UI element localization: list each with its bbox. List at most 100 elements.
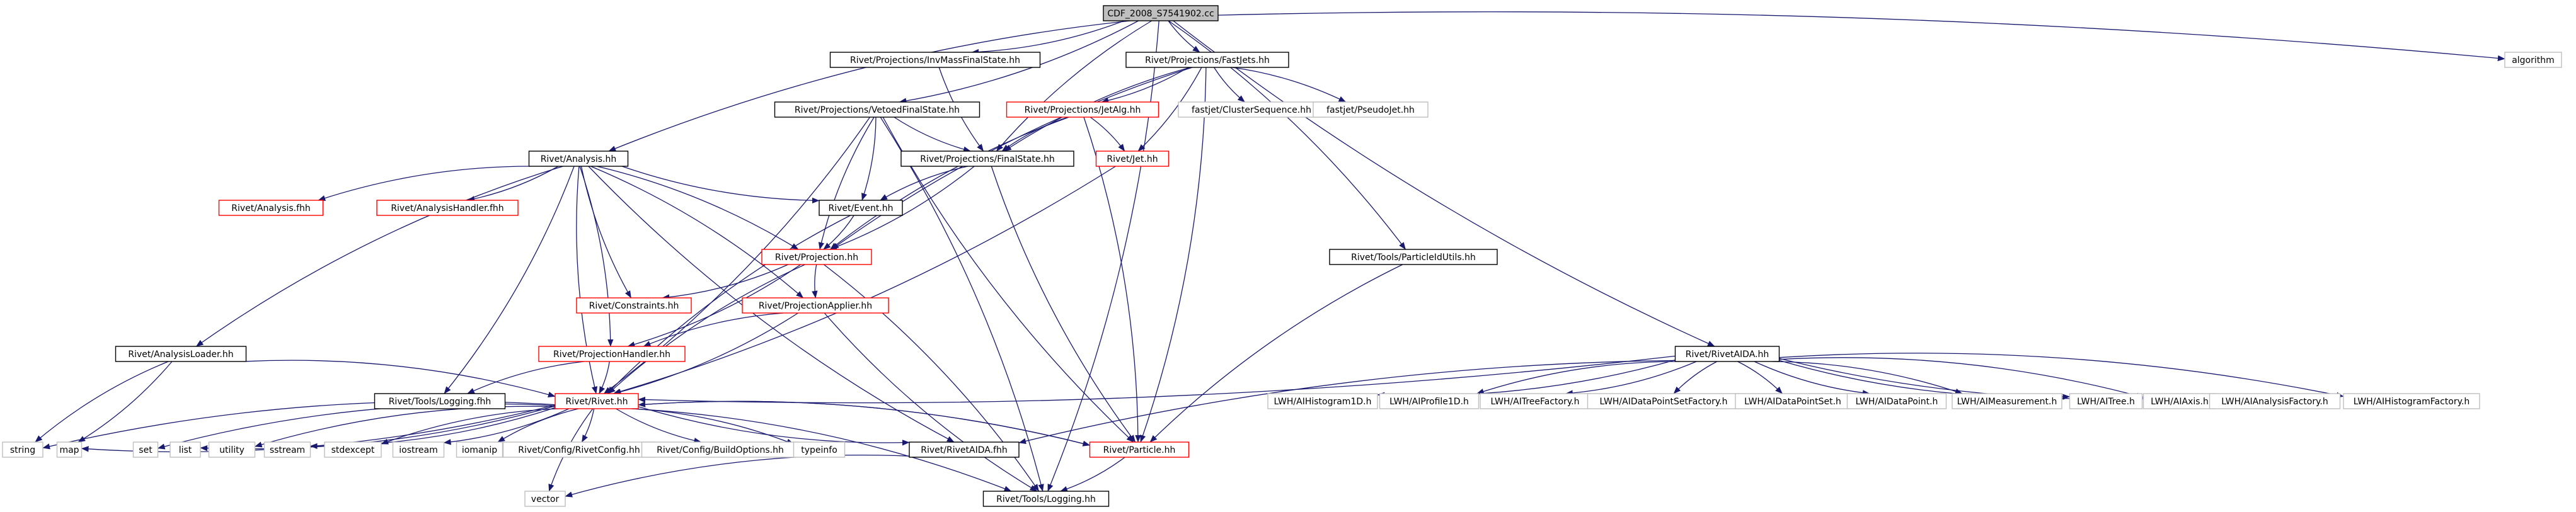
- node-list[interactable]: list: [170, 441, 201, 458]
- node-analysisloader[interactable]: Rivet/AnalysisLoader.hh: [115, 346, 247, 362]
- node-utility[interactable]: utility: [208, 441, 256, 458]
- edge-analysis-to-loggingfhh: [444, 166, 575, 394]
- node-box-algorithm: [2504, 52, 2562, 68]
- edge-fastjets-to-jetalg: [1101, 67, 1189, 104]
- node-ahistfactory[interactable]: LWH/AIHistogramFactory.h: [2343, 393, 2480, 409]
- node-typeinfo[interactable]: typeinfo: [793, 441, 846, 458]
- node-box-utility: [208, 441, 256, 458]
- node-rivetaidafhh[interactable]: Rivet/RivetAIDA.fhh: [909, 441, 1020, 458]
- node-label-rivethh: Rivet/Rivet.hh: [566, 397, 628, 407]
- edge-root-to-finalstate: [996, 20, 1153, 152]
- node-sstream[interactable]: sstream: [263, 441, 311, 458]
- node-finalstate[interactable]: Rivet/Projections/FinalState.hh: [900, 151, 1074, 167]
- edge-projhandler-to-loggingfhh: [467, 361, 585, 394]
- node-label-sstream: sstream: [270, 445, 305, 455]
- node-fastjets[interactable]: Rivet/Projections/FastJets.hh: [1125, 52, 1289, 68]
- node-event[interactable]: Rivet/Event.hh: [819, 200, 903, 216]
- edges-layer: [35, 11, 2505, 498]
- node-label-atreefactory: LWH/AITreeFactory.h: [1491, 397, 1580, 407]
- node-constraints[interactable]: Rivet/Constraints.hh: [576, 297, 692, 314]
- node-jetalg[interactable]: Rivet/Projections/JetAlg.hh: [1006, 101, 1159, 118]
- node-set[interactable]: set: [132, 441, 159, 458]
- node-box-analysisloader: [115, 346, 247, 362]
- node-vector[interactable]: vector: [524, 491, 566, 507]
- node-adpsfactory[interactable]: LWH/AIDataPointSetFactory.h: [1587, 393, 1740, 409]
- node-box-projhandler: [538, 346, 686, 362]
- edge-fastjets-to-projection: [831, 67, 1193, 250]
- node-box-ameasure: [1952, 393, 2062, 409]
- node-pseudojet[interactable]: fastjet/PseudoJet.hh: [1313, 101, 1429, 118]
- node-adps[interactable]: LWH/AIDataPointSet.h: [1735, 393, 1851, 409]
- node-projhandler[interactable]: Rivet/ProjectionHandler.hh: [538, 346, 686, 362]
- node-aprofile1d[interactable]: LWH/AIProfile1D.h: [1379, 393, 1480, 409]
- edge-rivethh-to-stdexcept: [381, 408, 559, 445]
- node-box-sstream: [263, 441, 311, 458]
- node-iomanip[interactable]: iomanip: [456, 441, 503, 458]
- edge-projapplier-to-projhandler: [643, 312, 784, 347]
- node-buildoptions[interactable]: Rivet/Config/BuildOptions.hh: [641, 441, 800, 458]
- node-label-iostream: iostream: [399, 445, 438, 455]
- node-box-analysishandler: [376, 200, 519, 216]
- node-analysishandler[interactable]: Rivet/AnalysisHandler.fhh: [376, 200, 519, 216]
- node-map[interactable]: map: [56, 441, 83, 458]
- node-box-event: [819, 200, 903, 216]
- node-particle[interactable]: Rivet/Particle.hh: [1089, 441, 1190, 458]
- edge-projection-to-constraints: [662, 264, 789, 300]
- node-iostream[interactable]: iostream: [392, 441, 445, 458]
- edge-rivetaida-to-adpsfactory: [1673, 361, 1718, 394]
- node-ameasure[interactable]: LWH/AIMeasurement.h: [1952, 393, 2062, 409]
- node-stdexcept[interactable]: stdexcept: [324, 441, 382, 458]
- node-label-stdexcept: stdexcept: [331, 445, 375, 455]
- edge-rivethh-to-rivetaidafhh: [638, 406, 910, 446]
- node-label-particle: Rivet/Particle.hh: [1103, 445, 1176, 455]
- node-invmass[interactable]: Rivet/Projections/InvMassFinalState.hh: [829, 52, 1041, 68]
- edge-root-to-fastjets: [1168, 20, 1200, 53]
- edge-fastjets-to-pseudojet: [1232, 67, 1347, 103]
- node-label-particleutils: Rivet/Tools/ParticleIdUtils.hh: [1351, 253, 1476, 263]
- edge-rivetaida-to-atreefactory: [1565, 361, 1697, 396]
- node-label-rivetaidafhh: Rivet/RivetAIDA.fhh: [921, 445, 1007, 455]
- node-aaxis[interactable]: LWH/AIAxis.h: [2142, 393, 2217, 409]
- node-adp[interactable]: LWH/AIDataPoint.h: [1846, 393, 1947, 409]
- node-box-typeinfo: [793, 441, 846, 458]
- node-label-adp: LWH/AIDataPoint.h: [1856, 397, 1938, 407]
- edge-event-to-projection: [823, 215, 854, 250]
- edge-rivetaida-to-ahistfactory: [1779, 353, 2344, 398]
- edge-projection-to-projhandler: [627, 264, 802, 348]
- node-loggingfhh[interactable]: Rivet/Tools/Logging.fhh: [374, 393, 506, 409]
- node-vetoedfs[interactable]: Rivet/Projections/VetoedFinalState.hh: [774, 101, 980, 118]
- node-aanalysisfactory[interactable]: LWH/AIAnalysisFactory.h: [2209, 393, 2341, 409]
- edge-projection-to-rivethh: [607, 264, 805, 394]
- node-string[interactable]: string: [2, 441, 43, 458]
- edge-rivetaida-to-atree: [1779, 360, 2071, 400]
- edge-rivethh-to-buildoptions: [616, 408, 702, 444]
- node-logginghh[interactable]: Rivet/Tools/Logging.hh: [982, 491, 1110, 507]
- edge-rivetaida-to-adps: [1737, 361, 1783, 394]
- node-jet[interactable]: Rivet/Jet.hh: [1095, 151, 1170, 167]
- node-ahist1d[interactable]: LWH/AIHistogram1D.h: [1267, 393, 1378, 409]
- node-analysisfhh[interactable]: Rivet/Analysis.fhh: [218, 200, 324, 216]
- edge-rivetaida-to-aaxis: [1779, 357, 2144, 399]
- node-analysis[interactable]: Rivet/Analysis.hh: [528, 151, 629, 167]
- node-label-adpsfactory: LWH/AIDataPointSetFactory.h: [1600, 397, 1728, 407]
- edge-jetalg-to-projection: [830, 117, 1069, 250]
- node-rivetconfig[interactable]: Rivet/Config/RivetConfig.hh: [502, 441, 656, 458]
- node-projection[interactable]: Rivet/Projection.hh: [761, 249, 872, 265]
- edge-particleutils-to-particle: [1149, 264, 1403, 443]
- node-label-pseudojet: fastjet/PseudoJet.hh: [1326, 105, 1415, 115]
- node-atreefactory[interactable]: LWH/AITreeFactory.h: [1480, 393, 1590, 409]
- node-projapplier[interactable]: Rivet/ProjectionApplier.hh: [742, 297, 889, 314]
- node-rivethh[interactable]: Rivet/Rivet.hh: [555, 393, 639, 409]
- node-atree[interactable]: LWH/AITree.h: [2069, 393, 2143, 409]
- node-clusterseq[interactable]: fastjet/ClusterSequence.hh: [1178, 101, 1325, 118]
- node-box-logginghh: [982, 491, 1110, 507]
- node-label-utility: utility: [219, 445, 244, 455]
- node-box-particleutils: [1329, 249, 1498, 265]
- edge-root-to-algorithm: [1217, 11, 2505, 62]
- node-particleutils[interactable]: Rivet/Tools/ParticleIdUtils.hh: [1329, 249, 1498, 265]
- node-algorithm[interactable]: algorithm: [2504, 52, 2562, 68]
- edge-analysis-to-analysisloader: [195, 166, 563, 347]
- node-root[interactable]: CDF_2008_S7541902.cc: [1103, 5, 1219, 21]
- node-rivetaida[interactable]: Rivet/RivetAIDA.hh: [1674, 346, 1780, 362]
